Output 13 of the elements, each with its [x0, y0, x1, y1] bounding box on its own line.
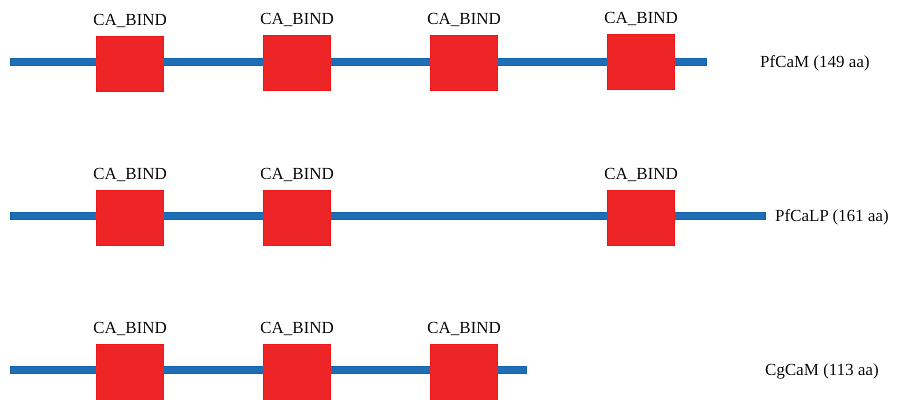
domain-label: CA_BIND: [92, 164, 168, 184]
domain-label: CA_BIND: [603, 8, 679, 28]
domain-label: CA_BIND: [259, 164, 335, 184]
protein-label: CgCaM (113 aa): [765, 360, 879, 380]
domain-label: CA_BIND: [92, 318, 168, 338]
domain-label: CA_BIND: [603, 164, 679, 184]
domain-label: CA_BIND: [259, 318, 335, 338]
domain-label: CA_BIND: [259, 9, 335, 29]
domain-label: CA_BIND: [92, 10, 168, 30]
domain-label: CA_BIND: [426, 318, 502, 338]
protein-label: PfCaLP (161 aa): [775, 206, 889, 226]
domain-label: CA_BIND: [426, 9, 502, 29]
protein-label: PfCaM (149 aa): [760, 52, 870, 72]
